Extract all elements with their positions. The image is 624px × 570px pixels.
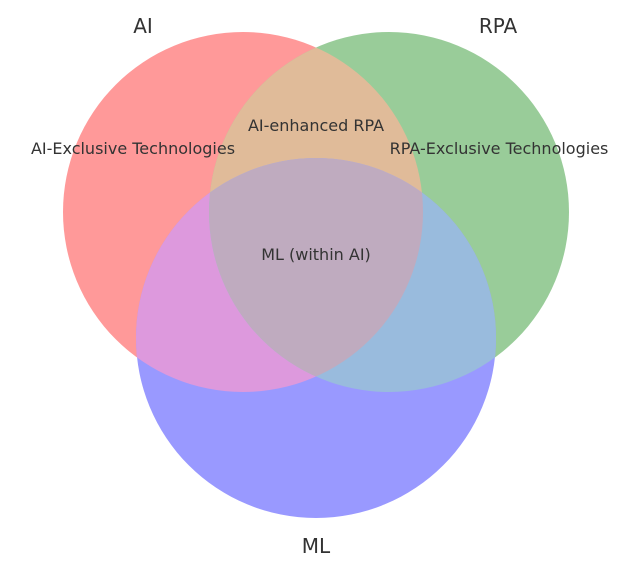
center-overlap xyxy=(209,158,423,392)
center-label: ML (within AI) xyxy=(261,245,371,264)
ai-only-label: AI-Exclusive Technologies xyxy=(31,139,235,158)
ai-rpa-label: AI-enhanced RPA xyxy=(248,116,384,135)
rpa-only-label: RPA-Exclusive Technologies xyxy=(390,139,609,158)
ml-set-label: ML xyxy=(302,534,331,558)
rpa-set-label: RPA xyxy=(479,14,518,38)
ai-set-label: AI xyxy=(133,14,153,38)
